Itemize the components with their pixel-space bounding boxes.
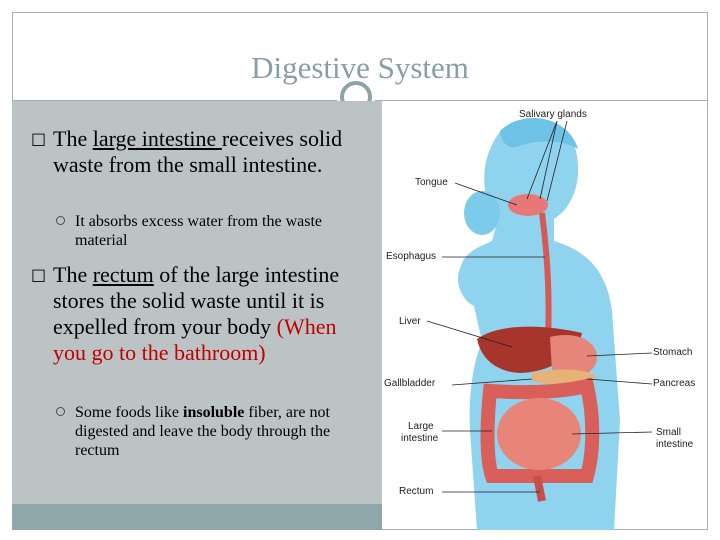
hair-shape [500, 118, 578, 149]
label-intestine: intestine [401, 433, 439, 444]
title-area: Digestive System [12, 12, 708, 100]
content-panel [12, 101, 382, 504]
bullet-term-large-intestine: large intestine [92, 126, 222, 151]
bullet-text-pre: The [53, 262, 93, 287]
bullet-term-rectum: rectum [92, 262, 154, 287]
label-salivary-glands: Salivary glands [519, 109, 587, 120]
bullet-text-post: receives solid waste from the small inte… [53, 126, 343, 177]
bullet-text-post: of the large intestine stores the solid … [53, 262, 340, 339]
hand-shape [464, 191, 500, 235]
subbullet-bold-insoluble: insoluble [183, 404, 245, 421]
label-esophagus: Esophagus [386, 251, 437, 262]
label-gallbladder: Gallbladder [384, 378, 436, 389]
subbullet-text-post: fiber, are not digested and leave the bo… [75, 404, 331, 459]
label-stomach: Stomach [653, 347, 693, 358]
label-tongue: Tongue [415, 177, 448, 188]
small-intestine-organ [497, 398, 581, 470]
subbullet-absorbs-water: It absorbs excess water from the waste m… [56, 212, 375, 250]
subbullet-text-pre: Some foods like [75, 404, 183, 421]
tongue-organ [508, 194, 548, 216]
subbullet-circle-icon [56, 407, 65, 416]
digestive-diagram-svg [426, 118, 653, 531]
label-rectum: Rectum [399, 486, 434, 497]
bullet-rectum: □ The rectum of the large intestine stor… [31, 262, 363, 366]
leader-lines [426, 120, 653, 493]
slide-title: Digestive System [251, 50, 469, 85]
bullet-marker-icon: □ [31, 129, 47, 148]
bullet-marker-icon: □ [31, 265, 47, 284]
subbullet-insoluble-fiber: Some foods like insoluble fiber, are not… [56, 403, 375, 460]
label-pancreas: Pancreas [653, 378, 696, 389]
large-intestine-organ [480, 377, 600, 483]
footer-accent-bar [12, 504, 382, 530]
bullet-text-red: (When you go to the bathroom) [53, 314, 337, 365]
label-liver: Liver [399, 316, 421, 327]
esophagus-organ [539, 212, 552, 340]
stomach-organ [550, 334, 598, 377]
label-small: Small [656, 427, 682, 438]
rectum-organ [533, 475, 546, 502]
subbullet-text: It absorbs excess water from the waste m… [75, 213, 323, 249]
bullet-large-intestine: □ The large intestine receives solid was… [31, 126, 373, 178]
subbullet-circle-icon [56, 216, 65, 225]
label-small-intestine: intestine [656, 439, 694, 450]
digestive-system-illustration: Salivary glands Tongue Esophagus Liver G… [382, 101, 708, 531]
bullet-text-pre: The [53, 126, 93, 151]
label-large: Large [408, 421, 434, 432]
